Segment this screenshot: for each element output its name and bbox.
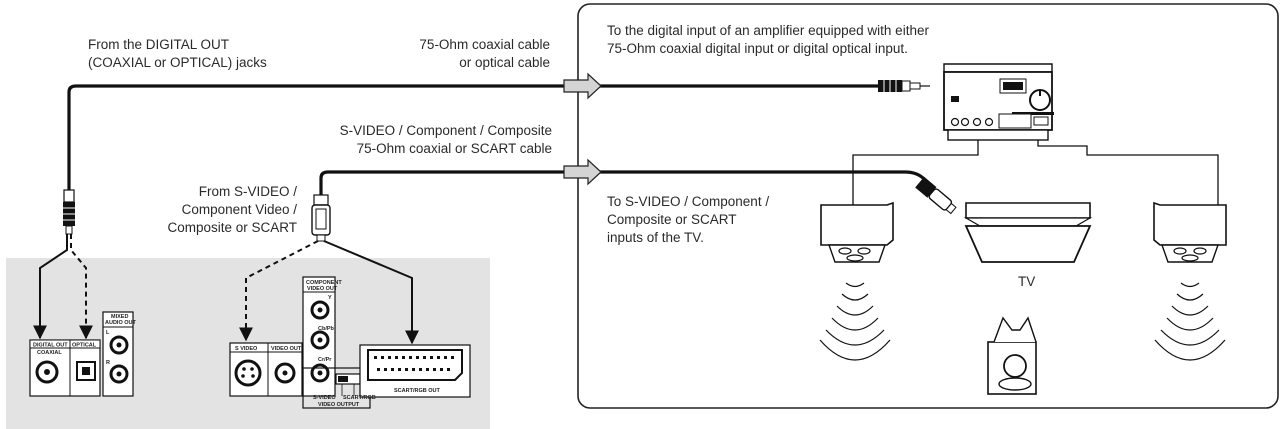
scart-panel [359, 344, 471, 398]
cable-arrow-digital [563, 72, 602, 100]
label-video-cable: S-VIDEO / Component / Composite 75-Ohm c… [330, 122, 552, 158]
digital-cable [67, 84, 878, 190]
label-line: 75-Ohm coaxial digital input or digital … [607, 41, 908, 56]
label-video-output: VIDEO OUTPUT [318, 402, 360, 408]
label-cb-pb: Cb/Pb [318, 326, 335, 332]
label-cr-pr: Cr/Pr [318, 357, 332, 363]
tv-icon [963, 202, 1093, 263]
label-audio-out: AUDIO OUT [105, 320, 137, 326]
label-scart-rgb-out: SCART/RGB OUT [394, 388, 440, 394]
label-ch-l: L [106, 330, 110, 336]
label-line: inputs of the TV. [607, 230, 704, 245]
component-video-panel [302, 276, 336, 397]
label-video-out: VIDEO OUT [271, 346, 302, 352]
coaxial-plug-icon [63, 189, 75, 235]
label-digital-cable: 75-Ohm coaxial cable or optical cable [390, 36, 550, 72]
digital-out-panel [29, 339, 101, 397]
label-tv-input: To S-VIDEO / Component / Composite or SC… [607, 193, 769, 247]
label-s-video-switch: S-VIDEO [313, 395, 336, 401]
amp-input-plug-icon [878, 80, 930, 92]
label-ch-r: R [106, 360, 110, 366]
label-line: (COAXIAL or OPTICAL) jacks [88, 55, 267, 70]
label-mixed: MIXED [111, 314, 128, 320]
label-line: Composite or SCART [167, 220, 297, 235]
video-plug-icon [311, 194, 331, 242]
label-line: To the digital input of an amplifier equ… [607, 23, 929, 38]
label-digital-out: DIGITAL OUT [33, 343, 68, 349]
label-s-video: S VIDEO [235, 346, 258, 352]
left-speaker-icon [819, 201, 894, 361]
mixed-audio-out-panel [102, 311, 134, 397]
label-line: From S-VIDEO / [198, 184, 297, 199]
label-line: 75-Ohm coaxial or SCART cable [356, 141, 552, 156]
label-line: S-VIDEO / Component / Composite [339, 123, 552, 138]
label-digital-out-source: From the DIGITAL OUT (COAXIAL or OPTICAL… [88, 36, 267, 72]
s-video-panel [229, 342, 303, 397]
label-line: or optical cable [459, 55, 550, 70]
label-scart-rgb-switch: SCART/RGB [343, 395, 376, 401]
label-y: Y [328, 295, 332, 301]
viewer-icon [987, 316, 1037, 395]
label-line: Composite or SCART [607, 212, 737, 227]
label-optical: OPTICAL [72, 343, 97, 349]
label-line: From the DIGITAL OUT [88, 37, 230, 52]
label-video-source: From S-VIDEO / Component Video / Composi… [150, 183, 297, 237]
label-line: Component Video / [181, 202, 297, 217]
amplifier-icon [943, 63, 1054, 141]
label-coaxial: COAXIAL [37, 350, 62, 356]
cable-arrow-video [563, 158, 602, 186]
label-line: 75-Ohm coaxial cable [419, 37, 550, 52]
label-component: COMPONENT [306, 280, 342, 286]
destination-frame [577, 3, 1279, 409]
label-video-out-component: VIDEO OUT [307, 286, 338, 292]
label-line: To S-VIDEO / Component / [607, 194, 770, 209]
label-amp-input: To the digital input of an amplifier equ… [607, 22, 929, 58]
label-tv: TV [1018, 274, 1036, 289]
tv-input-plug-icon [915, 176, 957, 215]
right-speaker-icon [1153, 201, 1227, 361]
video-cable [319, 170, 905, 195]
